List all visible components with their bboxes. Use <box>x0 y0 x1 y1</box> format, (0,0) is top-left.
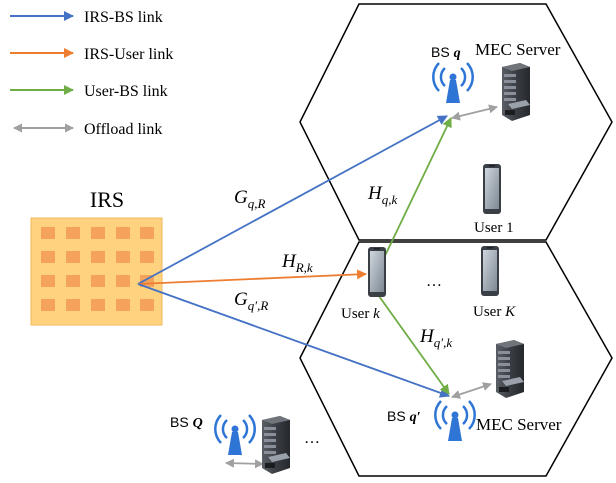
offload-link-qprime <box>451 382 492 399</box>
offload-link-Q <box>225 458 264 469</box>
user-1-label: User 1 <box>474 220 514 236</box>
mec-server-qprime-icon <box>496 340 524 398</box>
user-K-phone-icon <box>481 246 499 296</box>
user-bs-qprime-link <box>370 284 450 395</box>
legend-label-irs-bs: IRS-BS link <box>84 9 163 26</box>
user-K-label: User K <box>473 304 516 320</box>
irs-bs-q-link <box>137 115 448 285</box>
base-station-q-icon <box>432 61 474 105</box>
legend-label-offload: Offload link <box>84 121 162 138</box>
mec-server-qprime-label: MEC Server <box>476 415 562 434</box>
channel-label-h-r-k: HR,k <box>281 251 313 275</box>
mec-server-q-icon <box>502 63 530 121</box>
irs-user-k-link <box>137 269 367 285</box>
channel-label-h-qprime-k: Hq′,k <box>419 326 452 350</box>
legend-label-user-bs: User-BS link <box>84 83 168 100</box>
users-ellipsis: … <box>426 273 442 290</box>
irs-label: IRS <box>90 187 124 212</box>
mec-server-q-label: MEC Server <box>475 40 561 59</box>
cell-bottom-hexagon <box>299 241 613 477</box>
irs-elements <box>41 227 154 311</box>
user-1-phone-icon <box>483 164 501 214</box>
user-k-phone-icon <box>368 247 386 297</box>
outside-ellipsis: … <box>304 430 320 447</box>
irs-bs-qprime-link <box>137 283 450 398</box>
mec-server-Q-icon <box>262 416 290 474</box>
channel-label-g-q-r: Gq,R <box>234 187 265 211</box>
cell-top-hexagon <box>299 3 613 241</box>
legend: IRS-BS link IRS-User link User-BS link O… <box>10 9 173 138</box>
bs-q-label: BS q <box>431 44 461 61</box>
channel-label-g-qprime-r: Gq′,R <box>234 289 268 313</box>
bs-qprime-label: BS q′ <box>387 408 421 425</box>
user-k-label: User k <box>341 306 380 322</box>
channel-label-h-q-k: Hq,k <box>367 183 397 207</box>
base-station-qprime-icon <box>434 399 476 443</box>
bs-Q-label: BS Q <box>170 414 203 431</box>
legend-label-irs-user: IRS-User link <box>84 46 173 63</box>
base-station-Q-icon <box>214 413 256 457</box>
offload-link-q <box>451 104 498 121</box>
